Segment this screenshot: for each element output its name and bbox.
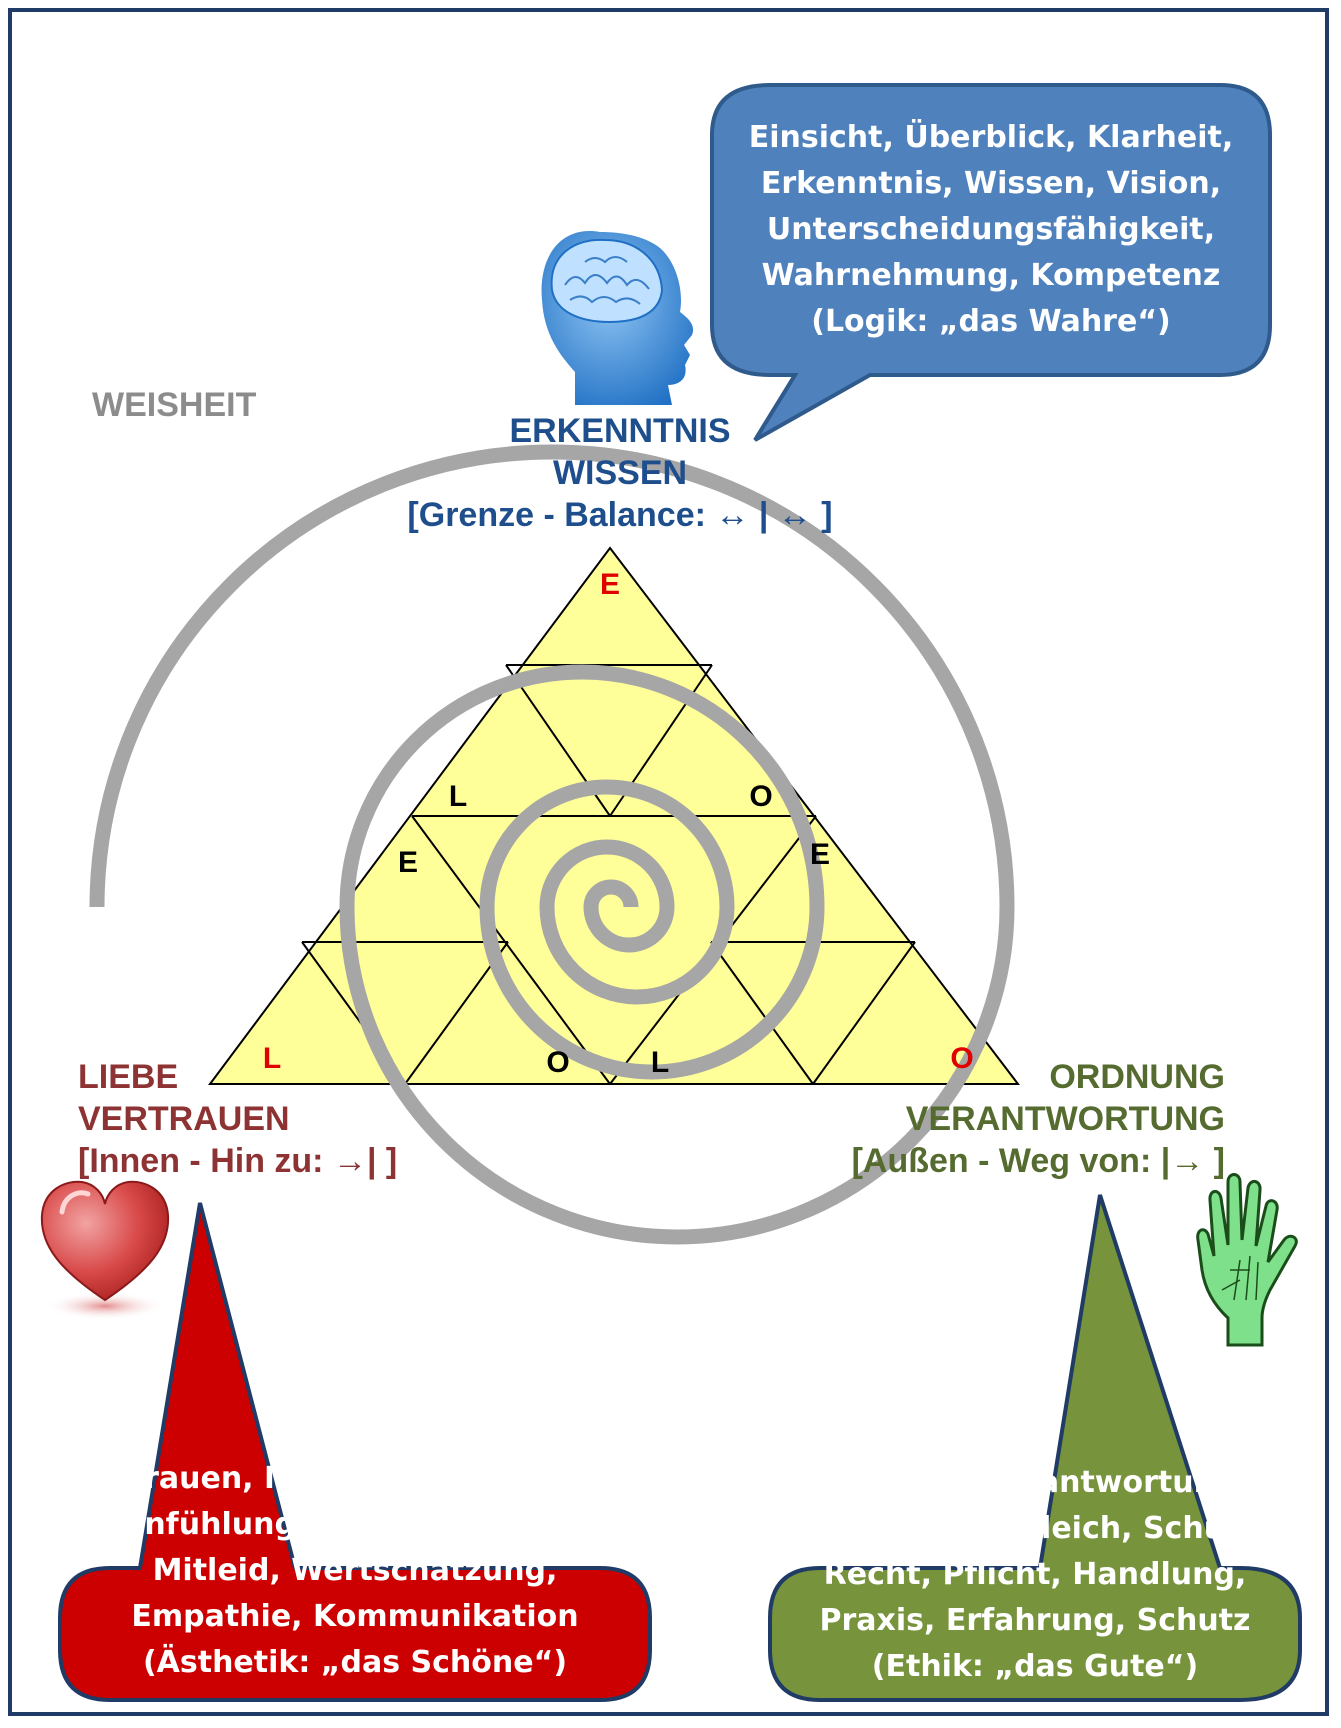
red-bubble-line: Einfühlung, Erbarmen, Güte, (113, 1507, 597, 1542)
head-brain-icon (541, 231, 694, 405)
green-bubble-line: Struktur, Verantwortung, (822, 1465, 1248, 1500)
red-bubble-line: Vertrauen, Mitgefühl, Sehnsucht, (73, 1461, 637, 1496)
blue-bubble-line: (Logik: „das Wahre“) (811, 304, 1171, 339)
liebe-line-3: [Innen - Hin zu: →| ] (78, 1142, 398, 1180)
red-bubble-text: Vertrauen, Mitgefühl, Sehnsucht, Einfühl… (60, 1430, 650, 1704)
erkenntnis-line-1: ERKENNTNIS (509, 412, 731, 450)
ordnung-line-3: [Außen - Weg von: |→ ] (851, 1142, 1225, 1180)
red-bubble-line: Mitleid, Wertschätzung, (152, 1553, 558, 1588)
spiral-path (89, 444, 1015, 1245)
triangle-letter-bottom-l: L (651, 1046, 669, 1079)
green-speech-bubble (768, 1194, 1302, 1702)
blue-bubble-line: Unterscheidungsfähigkeit, (766, 212, 1216, 247)
erkenntnis-line-3: [Grenze - Balance: ↔ | ↔ ] (407, 496, 833, 534)
triangle-letter-mid-o: O (749, 780, 772, 813)
heart-icon (40, 1180, 170, 1320)
sierpinski-triangle (208, 546, 1021, 1085)
green-bubble-text: Struktur, Verantwortung, Tatkraft, Ausgl… (770, 1434, 1300, 1708)
liebe-label: LIEBE VERTRAUEN [Innen - Hin zu: →| ] (78, 1056, 397, 1182)
triangle-letter-right-e: E (810, 838, 830, 871)
green-bubble-line: (Ethik: „das Gute“) (871, 1649, 1199, 1684)
triangle-letter-corner-l: L (263, 1042, 281, 1075)
liebe-line-1: LIEBE (78, 1058, 179, 1096)
blue-bubble-line: Einsicht, Überblick, Klarheit, (748, 120, 1234, 155)
triangle-letter-left-e: E (398, 846, 418, 879)
triangle-letter-apex-e: E (600, 568, 620, 601)
triangle-letter-corner-o: O (950, 1042, 973, 1075)
red-bubble-line: Empathie, Kommunikation (131, 1599, 579, 1634)
blue-bubble-line: Wahrnehmung, Kompetenz (761, 258, 1221, 293)
red-bubble-line: (Ästhetik: „das Schöne“) (142, 1645, 568, 1680)
green-bubble-line: Tatkraft, Ausgleich, Schutz, (801, 1511, 1269, 1546)
green-bubble-line: Recht, Pflicht, Handlung, (823, 1557, 1247, 1592)
erkenntnis-line-2: WISSEN (552, 454, 688, 492)
red-speech-bubble (58, 1202, 652, 1702)
triangle-letter-mid-l: L (449, 780, 467, 813)
liebe-line-2: VERTRAUEN (78, 1100, 290, 1138)
triangle-letter-bottom-o: O (546, 1046, 569, 1079)
blue-bubble-text: Einsicht, Überblick, Klarheit, Erkenntni… (712, 88, 1270, 372)
page-frame (8, 8, 1329, 1716)
ordnung-line-1: ORDNUNG (1049, 1058, 1225, 1096)
green-hand-icon (1196, 1173, 1298, 1347)
erkenntnis-label: ERKENNTNIS WISSEN [Grenze - Balance: ↔ |… (370, 410, 870, 536)
weisheit-label: WEISHEIT (92, 386, 257, 424)
blue-speech-bubble (710, 83, 1272, 442)
ordnung-label: ORDNUNG VERANTWORTUNG [Außen - Weg von: … (760, 1056, 1225, 1182)
ordnung-line-2: VERANTWORTUNG (905, 1100, 1225, 1138)
blue-bubble-line: Erkenntnis, Wissen, Vision, (760, 166, 1222, 201)
green-bubble-line: Praxis, Erfahrung, Schutz (819, 1603, 1251, 1638)
